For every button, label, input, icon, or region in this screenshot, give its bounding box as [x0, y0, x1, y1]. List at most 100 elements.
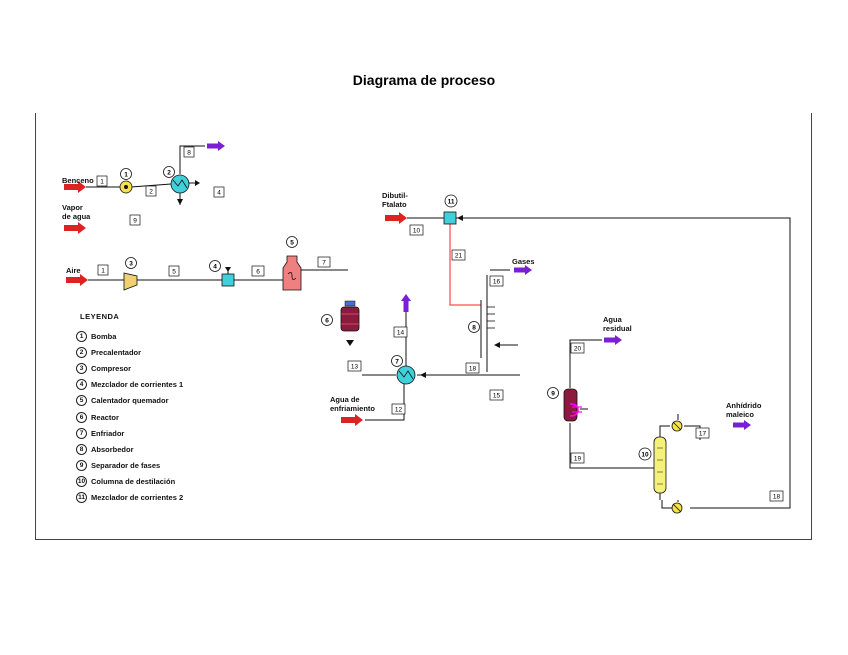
- product-arrow-up-cooler: [401, 294, 411, 312]
- legend-number: 8: [76, 443, 87, 455]
- svg-text:6: 6: [325, 318, 329, 325]
- fired-heater-unit-5[interactable]: [282, 255, 302, 291]
- svg-text:15: 15: [493, 393, 501, 400]
- cooler-unit-7[interactable]: [396, 365, 416, 385]
- stream-tag-18: 18: [769, 490, 784, 502]
- unit-label-1: 1: [120, 168, 132, 180]
- stream-tag-19: 19: [570, 452, 585, 464]
- legend-number: 10: [76, 476, 87, 488]
- svg-text:19: 19: [574, 456, 582, 463]
- stream-tag-17: 17: [695, 427, 710, 439]
- legend-label: Mezclador de corrientes 1: [91, 380, 184, 390]
- pipe-lines: [86, 145, 791, 509]
- preheater-unit-2[interactable]: [170, 174, 190, 194]
- svg-text:1: 1: [100, 179, 104, 186]
- stream-tag-4: 4: [213, 186, 225, 198]
- svg-text:9: 9: [133, 218, 137, 225]
- stream-tag-20: 20: [570, 342, 585, 354]
- label-benceno: Benceno: [62, 176, 94, 185]
- legend-number: 4: [76, 379, 87, 391]
- label-dibutil-2: Ftalato: [382, 200, 407, 209]
- legend-item: 10 Columna de destilación: [76, 474, 183, 490]
- mixer-unit-4[interactable]: [221, 273, 235, 287]
- unit-number-bubbles: 1 2 3 4 5 6 7 8 9 10 11: [120, 166, 652, 461]
- legend-title: LEYENDA: [80, 312, 120, 321]
- legend-number: 3: [76, 362, 87, 374]
- label-agua-enfriamiento-1: Agua de: [330, 395, 360, 404]
- stream-tags: 1 2 8 4 9 1 5 6 7 10 21 16 14 13 12 18 1…: [96, 146, 784, 502]
- unit-label-9: 9: [547, 387, 559, 399]
- label-agua-residual-2: residual: [603, 324, 632, 333]
- svg-text:21: 21: [455, 253, 463, 260]
- stream-tag-13: 13: [347, 360, 362, 372]
- svg-text:2: 2: [167, 170, 171, 177]
- legend-label: Compresor: [91, 363, 132, 373]
- svg-text:10: 10: [413, 228, 421, 235]
- svg-text:4: 4: [213, 264, 217, 271]
- label-agua-enfriamiento-2: enfriamiento: [330, 404, 375, 413]
- unit-label-2: 2: [163, 166, 175, 178]
- flow-arrowheads: [177, 180, 500, 378]
- label-agua-residual-1: Agua: [603, 315, 623, 324]
- stream-tag-2: 2: [145, 185, 157, 197]
- unit-label-6: 6: [321, 314, 333, 326]
- unit-label-11: 11: [444, 194, 458, 208]
- red-pipe-line: [449, 224, 481, 306]
- stream-tag-7: 7: [317, 256, 331, 268]
- stream-tag-1b: 1: [97, 264, 109, 276]
- distillation-column-unit-10[interactable]: [653, 436, 667, 494]
- legend-label: Columna de destilación: [91, 477, 176, 487]
- svg-text:6: 6: [256, 269, 260, 276]
- feed-arrow-agua-enfriamiento: [341, 414, 363, 426]
- stream-tag-10: 10: [409, 224, 424, 236]
- pump-unit-1[interactable]: [119, 180, 133, 194]
- svg-text:18: 18: [469, 366, 477, 373]
- phase-separator-unit-9[interactable]: [563, 388, 582, 422]
- stream-tag-21: 21: [451, 249, 466, 261]
- legend-number: 11: [76, 492, 87, 504]
- svg-text:1: 1: [124, 172, 128, 179]
- legend-label: Absorbedor: [91, 444, 134, 454]
- svg-text:8: 8: [472, 325, 476, 332]
- product-arrow-gases: [514, 265, 532, 275]
- page-title: Diagrama de proceso: [352, 72, 496, 88]
- feed-arrow-vapor: [64, 222, 86, 234]
- svg-text:7: 7: [395, 359, 399, 366]
- label-aire: Aire: [66, 266, 81, 275]
- svg-text:20: 20: [574, 346, 582, 353]
- reactor-unit-6[interactable]: [340, 300, 360, 332]
- legend-label: Bomba: [91, 331, 117, 341]
- svg-text:9: 9: [551, 391, 555, 398]
- svg-text:18: 18: [773, 494, 781, 501]
- legend-item: 1 Bomba: [76, 328, 183, 344]
- absorber-unit-8[interactable]: [480, 300, 495, 358]
- stream-tag-5: 5: [168, 265, 180, 277]
- stream-text-labels: Benceno Vapor de agua Aire Dibutil- Ftal…: [62, 176, 762, 419]
- svg-text:8: 8: [187, 150, 191, 157]
- svg-text:16: 16: [493, 279, 501, 286]
- legend-item: 3 Compresor: [76, 360, 183, 376]
- label-gases: Gases: [512, 257, 535, 266]
- stream-tag-6: 6: [251, 265, 265, 277]
- compressor-unit-3[interactable]: [123, 272, 138, 291]
- legend-number: 1: [76, 330, 87, 342]
- legend-item: 8 Absorbedor: [76, 441, 183, 457]
- unit-label-7: 7: [391, 355, 403, 367]
- legend-item: 4 Mezclador de corrientes 1: [76, 377, 183, 393]
- mixer-unit-11[interactable]: [443, 211, 457, 225]
- stream-tag-16: 16: [489, 275, 504, 287]
- unit-label-10: 10: [638, 447, 652, 461]
- svg-text:11: 11: [448, 199, 455, 206]
- label-dibutil-1: Dibutil-: [382, 191, 408, 200]
- svg-text:5: 5: [290, 240, 294, 247]
- condenser-icon: [671, 420, 683, 432]
- svg-text:17: 17: [699, 431, 707, 438]
- stream-tag-8: 8: [183, 146, 195, 158]
- label-vapor-2: de agua: [62, 212, 91, 221]
- unit-label-4: 4: [209, 260, 221, 272]
- stream-tag-12: 12: [391, 403, 406, 415]
- stream-tag-14: 14: [393, 326, 408, 338]
